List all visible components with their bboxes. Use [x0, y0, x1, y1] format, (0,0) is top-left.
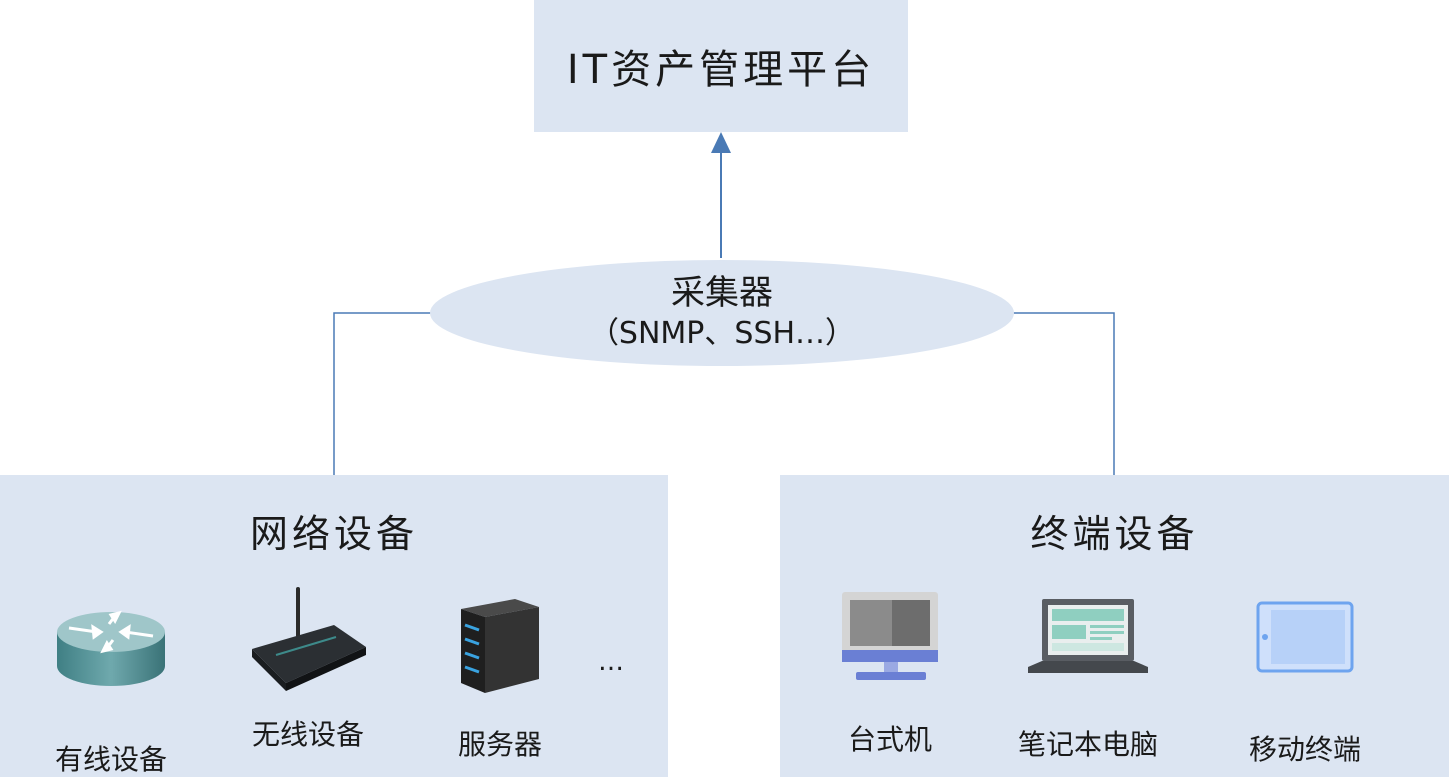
collector-protocols: （SNMP、SSH…）: [588, 316, 856, 351]
device-label: 有线设备: [54, 743, 167, 776]
collector-to-network-line: [333, 312, 432, 475]
device-label: 无线设备: [251, 718, 364, 751]
platform-box: IT资产管理平台: [534, 0, 908, 132]
more-ellipsis: …: [598, 647, 624, 677]
network-devices-group: 网络设备 有线设备 无线设备: [0, 475, 668, 777]
server-icon: [461, 599, 539, 693]
device-wireless: 无线设备: [233, 585, 383, 751]
router-icon: [57, 610, 165, 686]
collector-to-terminal-line: [1012, 312, 1115, 475]
collector-node: 采集器 （SNMP、SSH…）: [430, 260, 1014, 366]
tablet-icon: [1256, 601, 1354, 673]
device-mobile: 移动终端: [1230, 600, 1380, 766]
device-label: 服务器: [457, 728, 542, 761]
device-server: 服务器: [425, 595, 575, 761]
arrowhead: [711, 132, 731, 153]
collector-name: 采集器: [671, 273, 773, 313]
wireless-router-icon: [252, 587, 366, 691]
desktop-icon: [842, 592, 938, 680]
network-group-title: 网络设备: [249, 512, 418, 556]
laptop-icon: [1028, 599, 1148, 673]
device-label: 笔记本电脑: [1017, 728, 1158, 761]
platform-label: IT资产管理平台: [566, 47, 876, 93]
terminal-group-title: 终端设备: [1030, 512, 1199, 556]
terminal-devices-group: 终端设备 台式机 笔记本电脑: [780, 475, 1449, 777]
device-desktop: 台式机: [815, 590, 965, 756]
device-wired: 有线设备: [36, 610, 186, 776]
device-laptop: 笔记本电脑: [1013, 595, 1163, 761]
device-label: 台式机: [847, 723, 932, 756]
device-label: 移动终端: [1248, 733, 1361, 766]
